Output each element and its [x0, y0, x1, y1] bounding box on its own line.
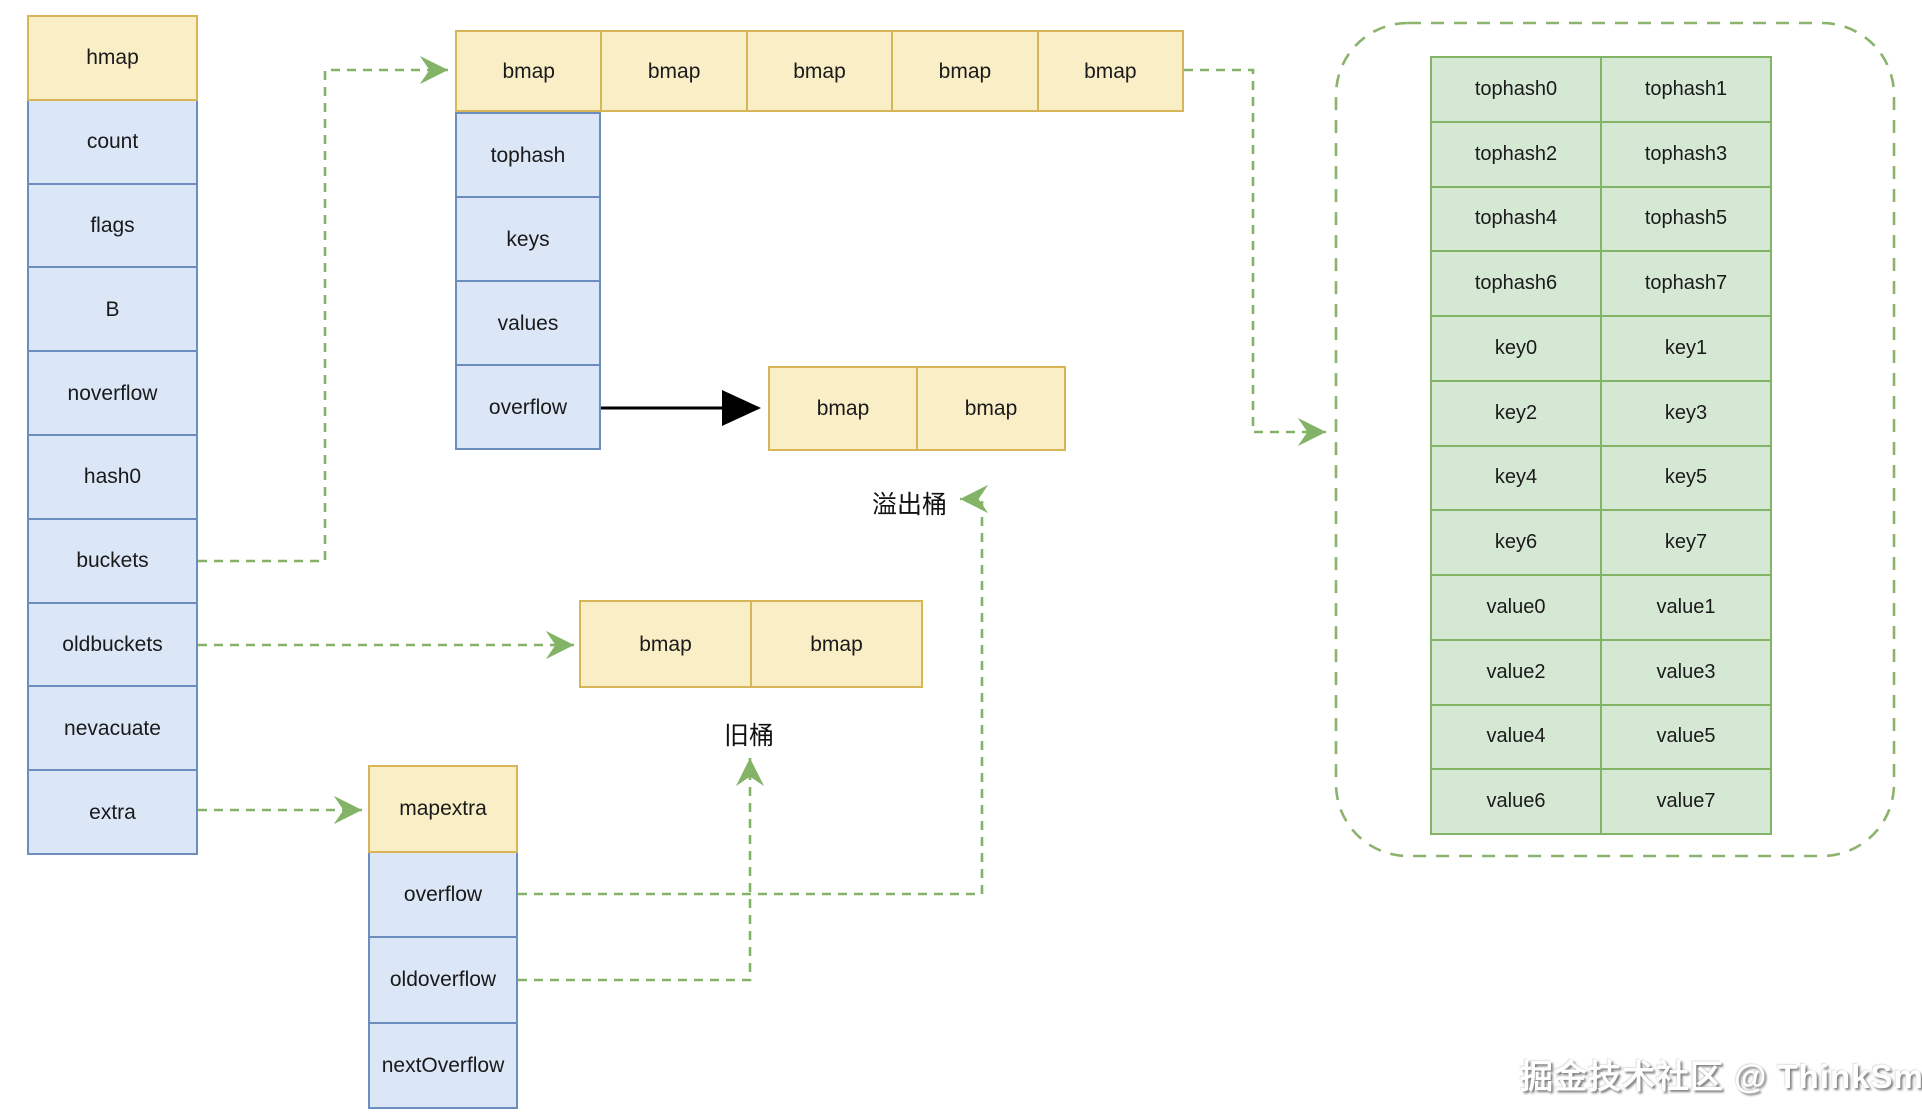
hmap-field-b: B [27, 266, 198, 353]
bucket-detail-cell: key0 [1431, 316, 1601, 381]
bmap-field-keys: keys [455, 196, 601, 282]
hmap-field-noverflow: noverflow [27, 350, 198, 436]
bucket-row-cell: bmap [745, 30, 894, 112]
old-pair-cell: bmap [579, 600, 752, 688]
mapextra-struct-header: mapextra [368, 765, 518, 853]
arrow-mapextra-oldoverflow-to-old-label [518, 758, 765, 982]
bmap-field-values: values [455, 280, 601, 366]
bucket-detail-cell: tophash4 [1431, 186, 1601, 252]
hmap-field-extra: extra [27, 769, 198, 855]
bucket-detail-cell: value4 [1431, 704, 1601, 770]
hmap-field-flags: flags [27, 182, 198, 269]
watermark: 掘金技术社区 @ ThinkSmart [1520, 1058, 1922, 1095]
bucket-detail-cell: value6 [1431, 769, 1601, 834]
bucket-detail-cell: key4 [1431, 445, 1601, 511]
mapextra-field-overflow: overflow [368, 850, 518, 938]
bucket-detail-cell: key1 [1601, 316, 1771, 381]
bucket-detail-cell: tophash5 [1601, 186, 1771, 252]
bucket-row-cell: bmap [1036, 30, 1185, 112]
old-pair-cell: bmap [750, 600, 923, 688]
hmap-struct: hmap count flags B noverflow hash0 bucke… [27, 15, 198, 855]
bucket-detail-cell: tophash6 [1431, 251, 1601, 316]
bucket-detail-cell: key7 [1601, 510, 1771, 575]
bucket-detail-table: tophash0 tophash1 tophash2 tophash3 toph… [1430, 56, 1772, 835]
bucket-detail-cell: value5 [1601, 704, 1771, 770]
bmap-struct: tophash keys values overflow [455, 112, 601, 450]
arrow-bucket-row-to-detail [1184, 68, 1326, 447]
bucket-detail-cell: tophash0 [1431, 57, 1601, 122]
bucket-row-cell: bmap [891, 30, 1039, 112]
overflow-bucket-pair: bmap bmap [768, 366, 1066, 451]
bucket-detail-cell: value3 [1601, 639, 1771, 705]
bucket-detail-cell: key3 [1601, 380, 1771, 446]
hmap-field-count: count [27, 98, 198, 185]
bucket-detail-cell: key2 [1431, 380, 1601, 446]
bucket-detail-cell: value0 [1431, 575, 1601, 640]
bucket-row-cell: bmap [600, 30, 748, 112]
hmap-field-oldbuckets: oldbuckets [27, 601, 198, 688]
mapextra-field-oldoverflow: oldoverflow [368, 936, 518, 1024]
bucket-detail-cell: tophash3 [1601, 121, 1771, 187]
hmap-field-nevacuate: nevacuate [27, 685, 198, 772]
bucket-detail-cell: key5 [1601, 445, 1771, 511]
hmap-struct-header: hmap [27, 15, 198, 101]
hmap-field-hash0: hash0 [27, 433, 198, 520]
bucket-detail-cell: tophash1 [1601, 57, 1771, 122]
old-bucket-pair: bmap bmap [579, 600, 923, 688]
arrow-buckets-to-bucket-row [198, 55, 448, 563]
bucket-detail-cell: value7 [1601, 769, 1771, 834]
overflow-bucket-label: 溢出桶 [872, 491, 948, 519]
arrow-mapextra-overflow-to-overflow-label [518, 484, 989, 896]
bucket-detail-cell: tophash2 [1431, 121, 1601, 187]
hmap-field-buckets: buckets [27, 517, 198, 604]
bucket-detail-cell: key6 [1431, 510, 1601, 575]
overflow-pair-cell: bmap [768, 366, 918, 451]
mapextra-field-nextoverflow: nextOverflow [368, 1021, 518, 1109]
buckets-array-row: bmap bmap bmap bmap bmap [455, 30, 1185, 112]
overflow-pair-cell: bmap [916, 366, 1066, 451]
bucket-detail-cell: tophash7 [1601, 251, 1771, 316]
bucket-detail-cell: value2 [1431, 639, 1601, 705]
old-bucket-label: 旧桶 [724, 722, 775, 750]
mapextra-struct: mapextra overflow oldoverflow nextOverfl… [368, 765, 518, 1109]
bucket-detail-cell: value1 [1601, 575, 1771, 640]
bmap-field-tophash: tophash [455, 112, 601, 198]
bmap-field-overflow: overflow [455, 364, 601, 450]
bucket-row-cell: bmap [455, 30, 603, 112]
